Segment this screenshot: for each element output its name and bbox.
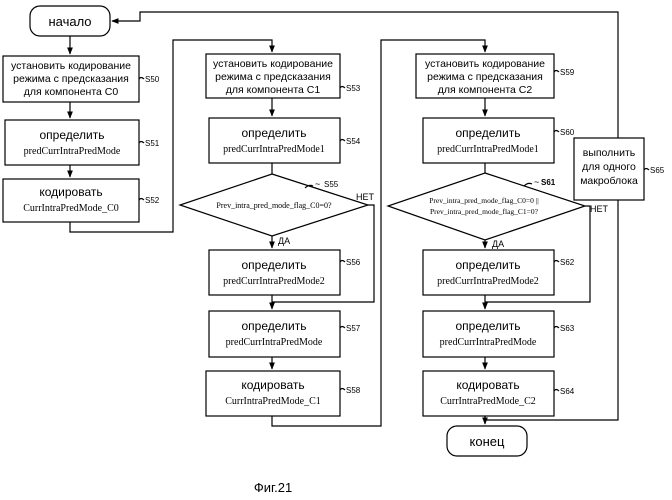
c2-determine2-box (423, 250, 554, 295)
c0-encode-step: S52 (145, 196, 160, 205)
end-label: конец (470, 434, 505, 449)
step-leader (340, 327, 345, 329)
c0-determine-value: predCurrIntraPredMode (24, 146, 121, 157)
connector (485, 206, 590, 302)
start-label: начало (48, 14, 91, 29)
step-leader (139, 199, 144, 201)
c1-determine2-value: predCurrIntraPredMode2 (223, 276, 325, 287)
step-leader (524, 183, 532, 186)
c1-determine2-step: S56 (346, 258, 361, 267)
c0-set-line-3: для компонента C0 (24, 86, 119, 98)
c1-determine2-box (209, 250, 340, 295)
step-leader (340, 389, 345, 391)
c2-determine-value: predCurrIntraPredMode1 (437, 144, 539, 155)
figure-caption: Фиг.21 (254, 480, 292, 495)
c2-set-step: S59 (560, 68, 575, 77)
loop-note-line-2: для одного (582, 161, 636, 173)
c2-determine3-label: определить (456, 319, 521, 333)
c1-determine-box (209, 118, 340, 163)
c0-set-step: S50 (145, 75, 160, 84)
c1-decision-step: S55 (324, 180, 339, 189)
c1-determine3-box (209, 311, 340, 357)
c1-determine3-label: определить (242, 319, 307, 333)
c1-determine-value: predCurrIntraPredMode1 (223, 144, 325, 155)
step-leader (644, 169, 649, 171)
c2-determine2-step: S62 (560, 258, 575, 267)
step-leader (554, 71, 559, 73)
step-leader (340, 140, 345, 142)
c1-set-step: S53 (346, 84, 361, 93)
c1-encode-label: кодировать (241, 378, 304, 392)
c2-determine3-value: predCurrIntraPredMode (440, 337, 537, 348)
c1-decision-tilde: ~ (315, 179, 320, 189)
c1-set-line-1: установить кодирование (213, 58, 333, 70)
c0-determine-box (5, 120, 139, 165)
c1-determine-step: S54 (346, 137, 361, 146)
loop-note-line-3: макроблока (580, 175, 638, 187)
c1-determine3-step: S57 (346, 324, 361, 333)
c1-encode-value: CurrIntraPredMode_C1 (225, 396, 321, 407)
c1-set-line-2: режима с предсказания (215, 71, 331, 83)
c2-determine-box (423, 118, 554, 163)
c2-decision-step: S61 (541, 178, 556, 187)
loop-note-line-1: выполнить (583, 147, 636, 159)
c2-decision-line-2: Prev_intra_pred_mode_flag_C1=0? (430, 207, 539, 216)
step-leader (340, 261, 345, 263)
c0-set-line-1: установить кодирование (11, 60, 131, 72)
c2-set-line-1: установить кодирование (425, 58, 545, 70)
step-leader (340, 87, 345, 89)
c2-encode-label: кодировать (456, 378, 519, 392)
step-leader (139, 78, 144, 80)
c1-encode-step: S58 (346, 386, 361, 395)
c2-determine-step: S60 (560, 128, 575, 137)
c1-yes-label: ДА (278, 236, 290, 246)
c1-set-line-3: для компонента C1 (226, 84, 321, 96)
c2-encode-value: CurrIntraPredMode_C2 (440, 396, 536, 407)
step-leader (139, 142, 144, 144)
c0-determine-label: определить (40, 128, 105, 142)
c2-yes-label: ДА (492, 239, 504, 249)
c2-decision-line-1: Prev_intra_pred_mode_flag_C0=0 || (429, 196, 539, 205)
loop-note-step: S65 (650, 166, 665, 175)
step-leader (554, 327, 559, 329)
c2-determine3-step: S63 (560, 324, 575, 333)
c2-encode-step: S64 (560, 387, 575, 396)
c1-no-label: НЕТ (356, 192, 375, 202)
c2-determine-label: определить (456, 126, 521, 140)
c2-set-line-3: для компонента C2 (438, 84, 533, 96)
c2-determine3-box (423, 311, 554, 357)
c1-determine2-label: определить (242, 258, 307, 272)
step-leader (554, 390, 559, 392)
c0-encode-label: кодировать (39, 185, 102, 199)
c1-determine-label: определить (242, 126, 307, 140)
step-leader (554, 131, 559, 133)
c2-set-line-2: режима с предсказания (427, 71, 543, 83)
step-leader (554, 261, 559, 263)
c1-determine3-value: predCurrIntraPredMode (226, 337, 323, 348)
c2-decision-tilde: ~ (534, 177, 539, 187)
c2-determine2-label: определить (456, 258, 521, 272)
c2-determine2-value: predCurrIntraPredMode2 (437, 276, 539, 287)
c1-decision-text: Prev_intra_pred_mode_flag_C0=0? (216, 201, 332, 210)
c0-encode-value: CurrIntraPredMode_C0 (23, 203, 119, 214)
c2-no-label: НЕТ (590, 204, 609, 214)
c0-determine-step: S51 (145, 139, 160, 148)
c0-set-line-2: режима с предсказания (13, 73, 129, 85)
